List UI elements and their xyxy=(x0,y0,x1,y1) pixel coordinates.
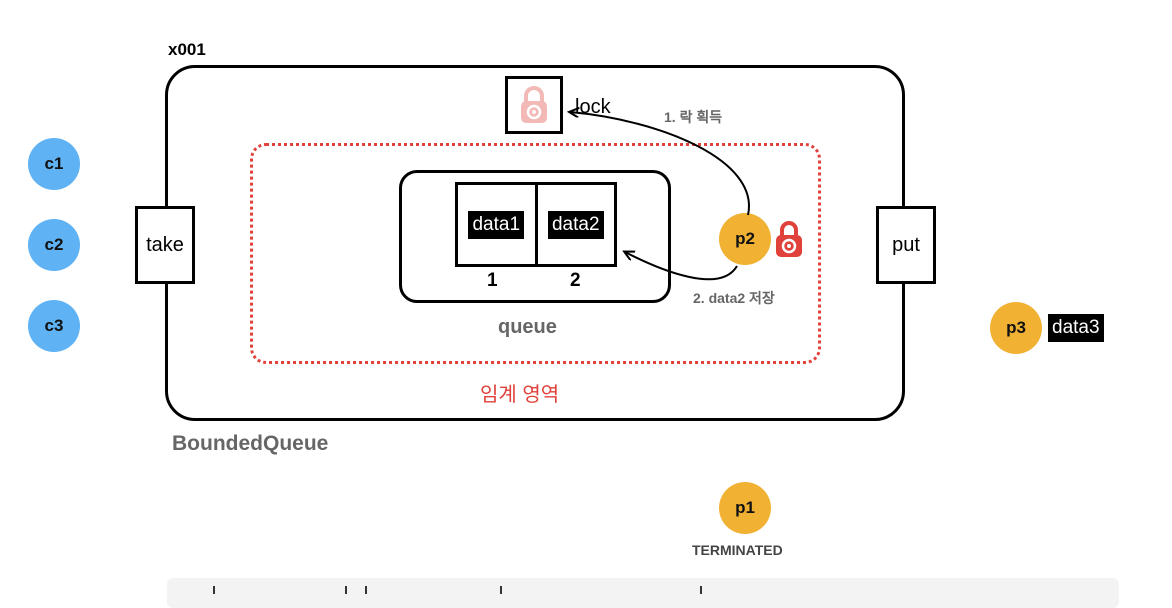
queue-label: queue xyxy=(498,316,557,338)
p1-state-label: TERMINATED xyxy=(692,542,783,558)
put-method-label: put xyxy=(892,233,920,256)
lock-box xyxy=(505,76,563,134)
held-lock-icon xyxy=(776,221,802,257)
panel-text-fragment xyxy=(345,586,347,594)
take-method-label: take xyxy=(146,233,184,256)
producer-thread-p1: p1 xyxy=(719,482,771,534)
queue-slot-data: data1 xyxy=(468,210,525,239)
queue-slot-index: 2 xyxy=(570,270,581,291)
panel-text-fragment xyxy=(700,586,702,594)
thread-label: c3 xyxy=(44,316,64,335)
panel-text-fragment xyxy=(500,586,502,594)
acquire-lock-arrow xyxy=(570,112,750,216)
thread-label: p3 xyxy=(1006,318,1026,337)
flow-arrows xyxy=(0,0,750,281)
panel-text-fragment xyxy=(365,586,367,594)
consumer-thread-c2: c2 xyxy=(28,219,80,271)
store-data-arrow xyxy=(625,252,738,281)
thread-label: c2 xyxy=(44,235,64,254)
producer-thread-p3: p3 xyxy=(990,302,1042,354)
producer-thread-p2: p2 xyxy=(719,213,771,265)
instance-id-label: x001 xyxy=(168,40,206,59)
thread-label: p1 xyxy=(735,498,755,517)
panel-text-fragment xyxy=(213,586,215,594)
step-acquire-lock-label: 1. 락 획득 xyxy=(664,109,723,125)
critical-section-label: 임계 영역 xyxy=(480,384,560,406)
queue-slot: data2 xyxy=(534,185,615,264)
consumer-thread-c3: c3 xyxy=(28,300,80,352)
put-method-box: put xyxy=(876,206,936,284)
lock-icon xyxy=(521,86,547,123)
queue-slot-data: data2 xyxy=(547,210,604,239)
step-store-data-label: 2. data2 저장 xyxy=(693,290,775,306)
queue-slot-index: 1 xyxy=(487,270,498,291)
bounded-queue-label: BoundedQueue xyxy=(172,432,329,455)
critical-section-region xyxy=(250,143,821,364)
queue-slot: data1 xyxy=(458,185,535,264)
thread-label: p2 xyxy=(735,229,755,248)
p3-data-chip: data3 xyxy=(1048,314,1104,342)
bottom-panel xyxy=(167,578,1119,608)
take-method-box: take xyxy=(135,206,195,284)
queue-slots: data1 data2 xyxy=(455,182,617,267)
thread-label: c1 xyxy=(44,154,64,173)
consumer-thread-c1: c1 xyxy=(28,138,80,190)
